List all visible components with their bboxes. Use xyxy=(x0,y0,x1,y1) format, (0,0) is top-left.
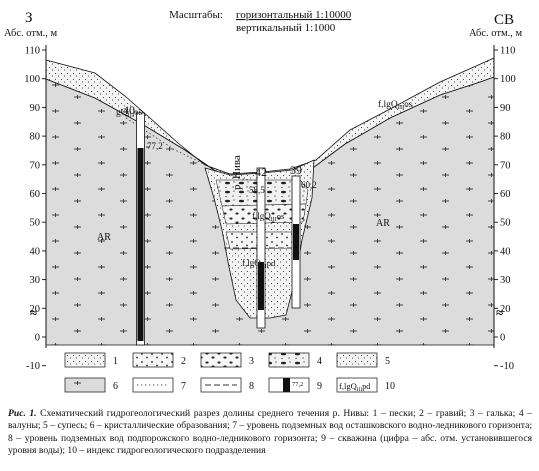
legend-item-3: 3 xyxy=(249,356,254,367)
legend-index-sample: f,lgQIIIpd xyxy=(339,381,370,393)
scale-horizontal: горизонтальный 1:10000 xyxy=(236,9,352,21)
legend-item-4: 4 xyxy=(317,356,322,367)
legend-item-2: 2 xyxy=(181,356,186,367)
well-40-label: 40 xyxy=(123,103,135,117)
bedrock-label-right: AR xyxy=(376,218,390,229)
legend-item-7: 7 xyxy=(181,381,186,392)
axis-break-right: ≈ xyxy=(496,305,503,320)
axis-tick-label: 20 xyxy=(30,304,41,315)
axis-left: 110 100 90 80 70 60 50 40 30 20 0 -10 xyxy=(24,46,46,372)
well-40-level: 77,2 xyxy=(147,141,163,151)
legend-swatch-crystalline xyxy=(64,377,106,393)
cross-section-figure: Масштабы: горизонтальный 1:10000 вертика… xyxy=(4,9,523,393)
axis-tick-label: 40 xyxy=(500,246,511,257)
axis-tick-label: 50 xyxy=(30,218,41,229)
well-42-label: 42 xyxy=(255,165,267,179)
well-39-level: 60,2 xyxy=(301,180,317,190)
axis-tick-label: 60 xyxy=(30,189,41,200)
legend-item-1: 1 xyxy=(113,356,118,367)
axis-tick-label: 40 xyxy=(30,246,41,257)
legend-well-level: 77,2 xyxy=(292,381,303,388)
legend-item-6: 6 xyxy=(113,381,118,392)
well-42-level: 58,5 xyxy=(249,185,265,195)
well-39-screen xyxy=(293,224,299,260)
legend-swatch-pebble xyxy=(200,352,242,368)
axis-tick-label: 100 xyxy=(24,74,40,85)
axis-tick-label: 0 xyxy=(500,333,505,344)
axis-tick-label: 80 xyxy=(500,132,511,143)
legend-swatch-sandy-loam xyxy=(336,352,378,368)
axis-right: 110 100 90 80 70 60 50 40 30 20 0 -10 xyxy=(494,46,516,372)
axis-tick-label: 50 xyxy=(500,218,511,229)
axis-break-left: ≈ xyxy=(30,305,37,320)
legend: 1 2 3 4 5 6 7 8 77,2 9 f,lgQIIIpd 10 xyxy=(64,352,395,393)
axis-tick-label: -10 xyxy=(26,361,40,372)
axis-title-right: Абс. отм., м xyxy=(469,28,523,39)
axis-tick-label: 80 xyxy=(30,132,41,143)
axis-tick-label: 70 xyxy=(30,160,41,171)
index-os-center: f,lgQIIIos xyxy=(252,211,284,223)
direction-northeast: СВ xyxy=(494,12,514,28)
index-os-left: gQIIIos xyxy=(116,107,143,119)
legend-swatch-sand xyxy=(64,352,106,368)
caption-text: Схематический гидрогеологический разрез … xyxy=(8,408,533,457)
legend-well-symbol xyxy=(283,378,290,392)
index-pd: f,lgQIIIpd xyxy=(242,258,276,270)
scale-vertical: вертикальный 1:1000 xyxy=(236,22,336,34)
scale-label: Масштабы: xyxy=(169,9,223,21)
axis-tick-label: -10 xyxy=(500,361,514,372)
axis-tick-label: 30 xyxy=(30,275,41,286)
axis-tick-label: 0 xyxy=(35,333,40,344)
figure-caption: Рис. 1. Схематический гидрогеологический… xyxy=(8,408,532,458)
axis-tick-label: 90 xyxy=(500,103,511,114)
bedrock-label-left: AR xyxy=(97,232,111,243)
axis-tick-label: 60 xyxy=(500,189,511,200)
well-40-screen xyxy=(137,148,144,341)
caption-lead: Рис. 1. xyxy=(8,408,37,419)
axis-tick-label: 20 xyxy=(500,304,511,315)
legend-swatch-boulder xyxy=(268,352,310,368)
legend-swatch-index xyxy=(336,377,378,393)
axis-tick-label: 100 xyxy=(500,74,516,85)
axis-tick-label: 110 xyxy=(500,46,515,57)
legend-item-8: 8 xyxy=(249,381,254,392)
axis-tick-label: 70 xyxy=(500,160,511,171)
axis-title-left: Абс. отм., м xyxy=(4,28,58,39)
legend-item-10: 10 xyxy=(385,381,395,392)
direction-west: З xyxy=(25,10,33,26)
axis-tick-label: 110 xyxy=(25,46,40,57)
legend-swatch-gravel xyxy=(132,352,174,368)
well-39-label: 39 xyxy=(290,163,302,177)
axis-tick-label: 90 xyxy=(30,103,41,114)
river-label: р. Нива xyxy=(231,155,243,190)
index-os-right: f,lgQIIIos xyxy=(378,99,413,111)
well-42-screen xyxy=(258,262,264,310)
legend-swatch-level-podporozh xyxy=(200,377,242,393)
axis-tick-label: 30 xyxy=(500,275,511,286)
legend-item-5: 5 xyxy=(385,356,390,367)
legend-item-9: 9 xyxy=(317,381,322,392)
well-42-casing xyxy=(256,167,266,329)
